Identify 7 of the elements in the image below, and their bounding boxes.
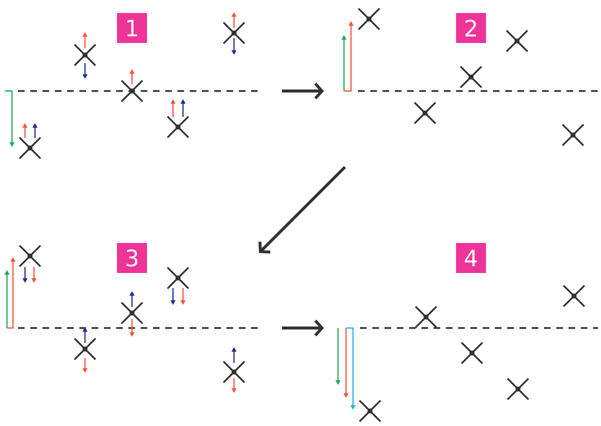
arrow bbox=[282, 320, 324, 336]
arrow bbox=[282, 82, 324, 100]
arrow bbox=[258, 166, 346, 254]
number-box: 3 bbox=[117, 243, 147, 273]
number-box: 2 bbox=[456, 13, 486, 43]
number-box: 4 bbox=[456, 243, 486, 273]
number-box: 1 bbox=[117, 13, 147, 43]
